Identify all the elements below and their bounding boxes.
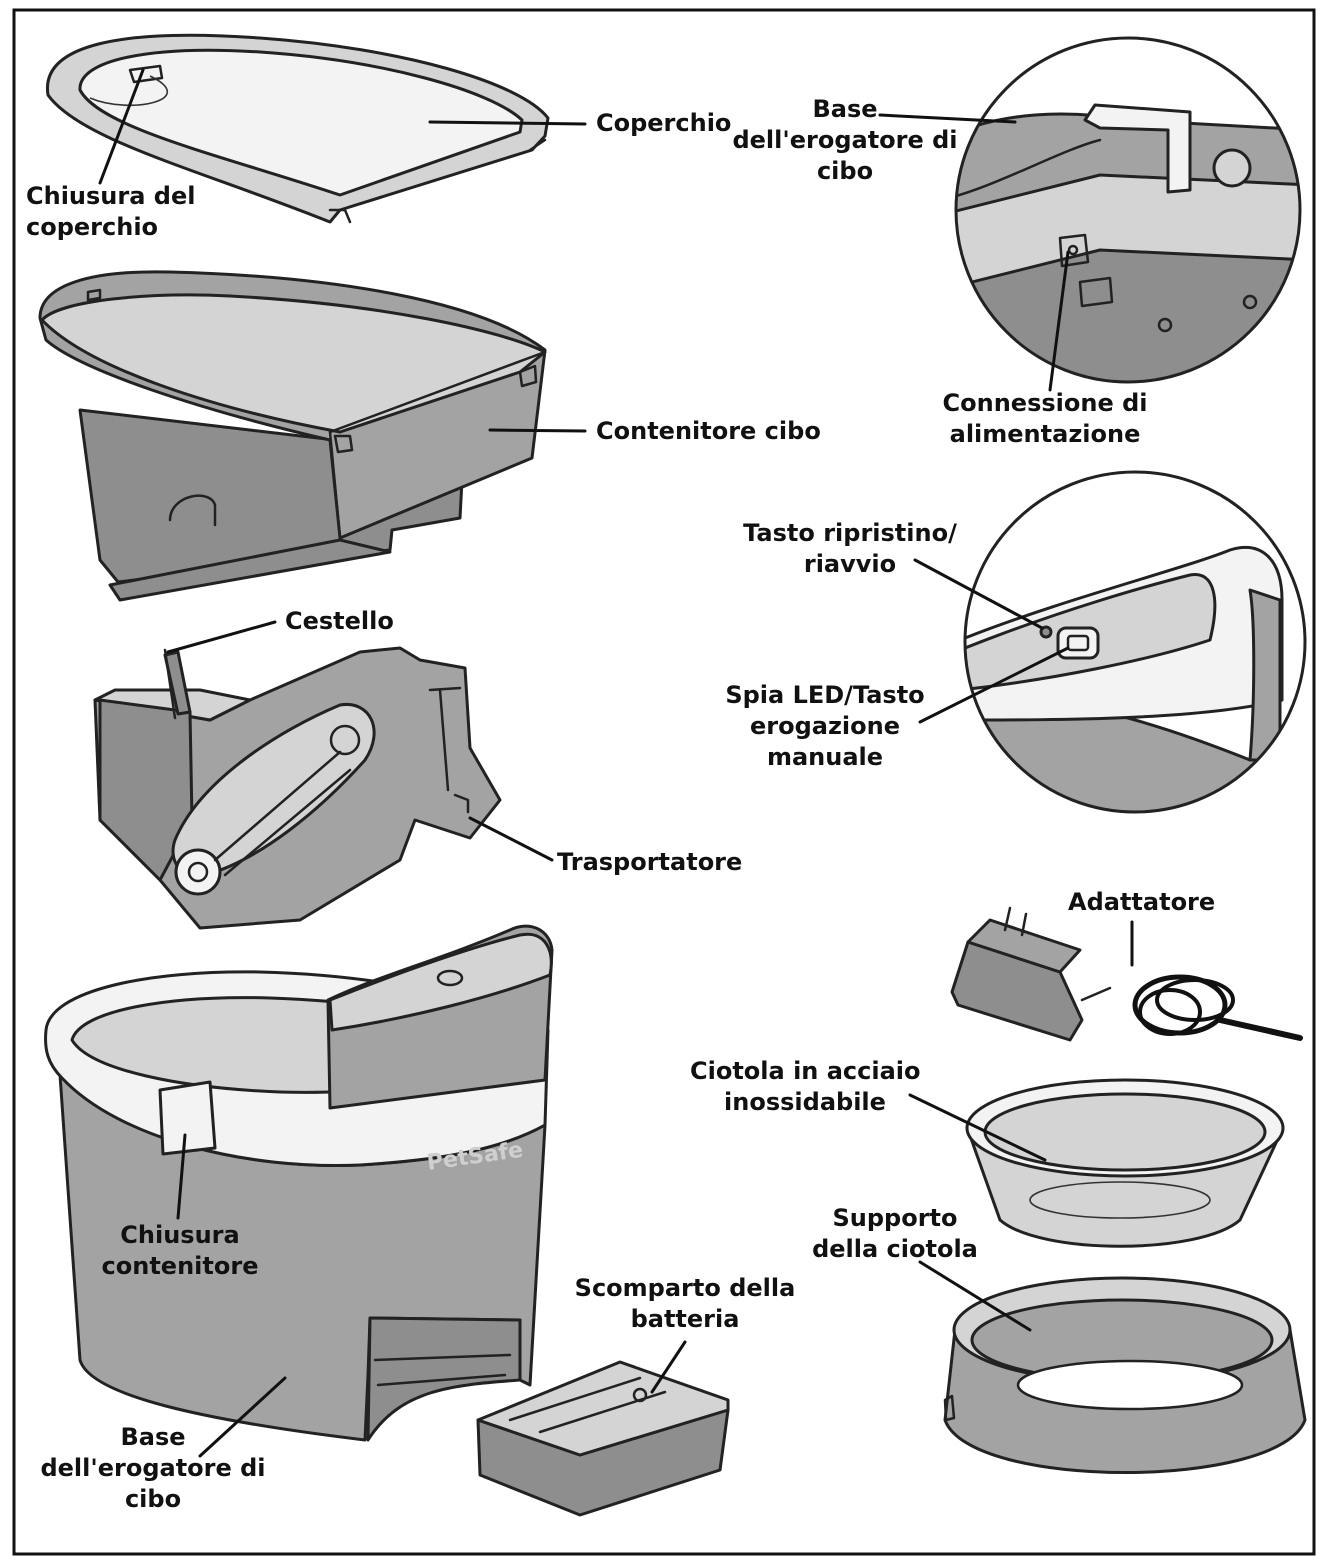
bowl-stand-illustration [943, 1276, 1307, 1474]
label-line: inossidabile [724, 1088, 886, 1116]
label-connessione: Connessione di alimentazione [935, 388, 1155, 450]
label-base-bottom: Base dell'erogatore di cibo [33, 1422, 273, 1515]
feeder-base-illustration: PetSafe [44, 924, 554, 1442]
battery-compartment-illustration [476, 1360, 730, 1517]
frame-border [12, 8, 1316, 1556]
label-line: cibo [816, 157, 874, 185]
label-line: contenitore [101, 1252, 259, 1280]
label-line: della ciotola [812, 1235, 978, 1263]
label-line: Spia LED/Tasto [725, 681, 925, 709]
label-ciotola: Ciotola in acciaio inossidabile [690, 1056, 921, 1118]
label-line: Ciotola in acciaio [690, 1057, 921, 1085]
food-container-illustration [38, 270, 547, 602]
label-line: riavvio [803, 550, 897, 578]
label-spia-led: Spia LED/Tasto erogazione manuale [715, 680, 935, 773]
label-contenitore-cibo: Contenitore cibo [596, 417, 821, 445]
label-adattatore: Adattatore [1068, 888, 1216, 916]
label-line: Chiusura del [26, 182, 196, 210]
label-scomparto: Scomparto della batteria [570, 1273, 800, 1335]
conveyor-illustration [93, 646, 502, 930]
leader-lines [98, 68, 1134, 1458]
label-line: dell'erogatore di [732, 126, 958, 154]
label-line: batteria [630, 1305, 740, 1333]
label-line: Base [120, 1423, 186, 1451]
label-chiusura-coperchio: Chiusura del coperchio [26, 181, 195, 243]
label-line: Supporto [832, 1204, 958, 1232]
base-closeup-illustration [954, 36, 1302, 384]
label-line: alimentazione [949, 420, 1141, 448]
adapter-illustration [950, 906, 1303, 1042]
label-line: erogazione [749, 712, 901, 740]
lid-illustration [45, 33, 550, 224]
label-tasto-ripristino: Tasto ripristino/ riavvio [735, 518, 965, 580]
label-line: cibo [124, 1485, 182, 1513]
label-base-top: Base dell'erogatore di cibo [725, 94, 965, 187]
label-coperchio: Coperchio [596, 109, 732, 137]
label-chiusura-contenitore: Chiusura contenitore [80, 1220, 280, 1282]
label-line: Connessione di [942, 389, 1148, 417]
button-closeup-illustration [963, 470, 1307, 814]
label-line: dell'erogatore di [40, 1454, 266, 1482]
label-line: Scomparto della [574, 1274, 796, 1302]
label-line: manuale [766, 743, 884, 771]
label-line: coperchio [26, 213, 159, 241]
label-trasportatore: Trasportatore [557, 848, 743, 876]
bowl-illustration [965, 1078, 1285, 1248]
label-line: Tasto ripristino/ [743, 519, 957, 547]
label-supporto: Supporto della ciotola [790, 1203, 1000, 1265]
label-line: Base [812, 95, 878, 123]
label-cestello: Cestello [285, 607, 394, 635]
label-line: Chiusura [120, 1221, 240, 1249]
